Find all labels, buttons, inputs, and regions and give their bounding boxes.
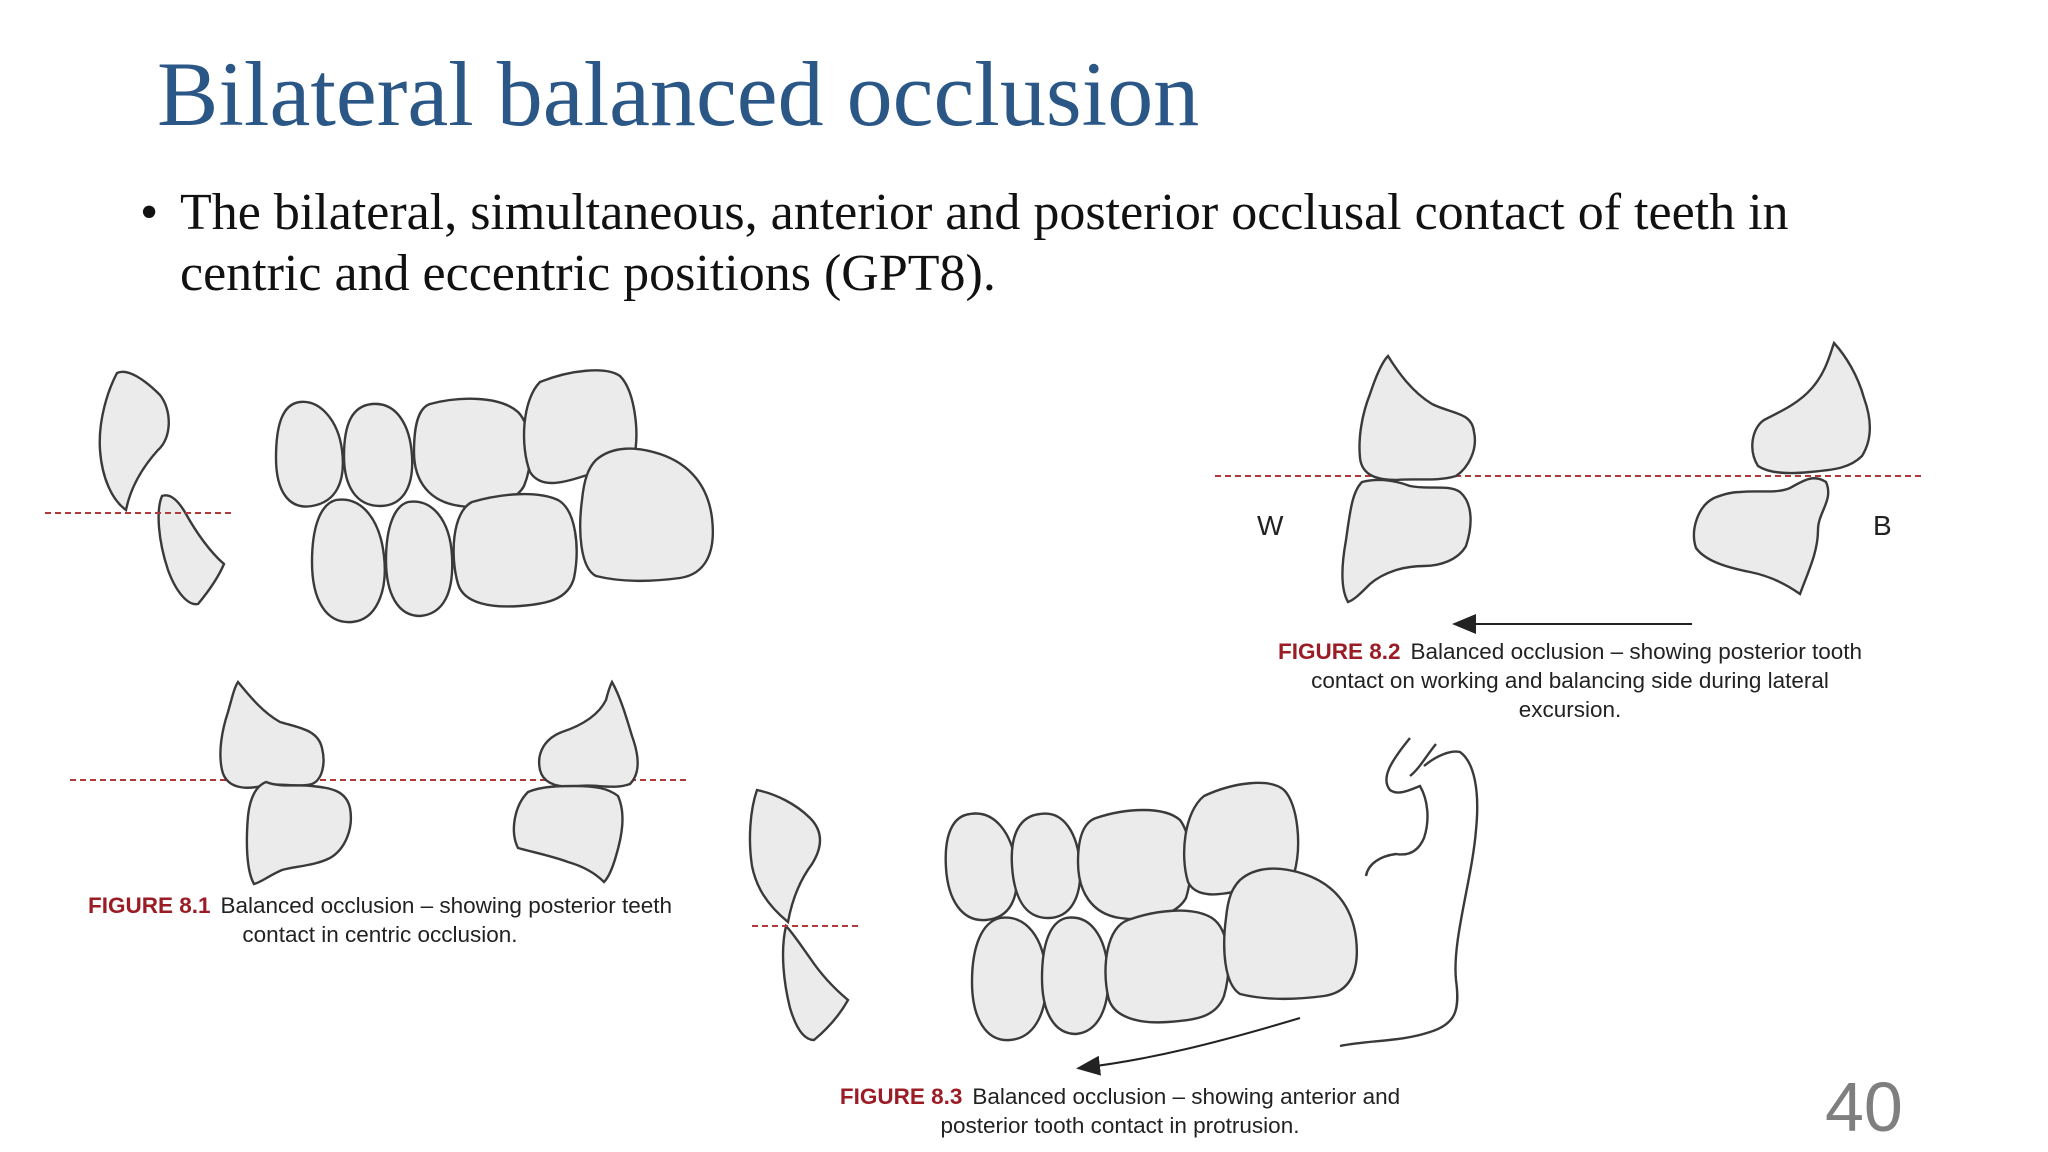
caption-text: Balanced occlusion – showing posterior t… bbox=[1410, 639, 1863, 664]
caption-line: FIGURE 8.2 Balanced occlusion – showing p… bbox=[1220, 637, 1920, 666]
balancing-upper-molar bbox=[1751, 340, 1871, 475]
lower-tooth bbox=[1040, 916, 1110, 1036]
face-profile bbox=[1364, 737, 1429, 877]
bullet-text: The bilateral, simultaneous, anterior an… bbox=[180, 184, 1789, 302]
balancing-side-label: B bbox=[1873, 510, 1892, 541]
lower-molar-right bbox=[512, 784, 624, 884]
face-profile bbox=[1409, 743, 1437, 777]
upper-molar-left bbox=[219, 679, 325, 789]
upper-tooth bbox=[1076, 808, 1192, 921]
caption-line: posterior tooth contact in protrusion. bbox=[940, 1113, 1300, 1138]
figure-8-2-caption: FIGURE 8.2 Balanced occlusion – showing p… bbox=[1220, 637, 1920, 724]
working-lower-molar bbox=[1341, 478, 1472, 604]
figure-label: FIGURE 8.2 bbox=[1277, 639, 1401, 664]
caption-line: FIGURE 8.3 Balanced occlusion – showing a… bbox=[790, 1082, 1450, 1111]
lower-tooth bbox=[452, 492, 578, 608]
figure-8-1-caption: FIGURE 8.1 Balanced occlusion – showing p… bbox=[60, 891, 700, 949]
upper-incisor-profile bbox=[748, 788, 822, 925]
lower-tooth bbox=[384, 500, 454, 618]
upper-tooth bbox=[1010, 812, 1082, 920]
upper-tooth bbox=[274, 400, 345, 508]
working-upper-molar bbox=[1358, 354, 1477, 482]
lower-incisor-profile bbox=[157, 494, 226, 606]
caption-text: Balanced occlusion – showing posterior t… bbox=[220, 893, 673, 918]
upper-tooth bbox=[944, 812, 1019, 922]
figure-8-3-diagram bbox=[748, 737, 1479, 1076]
lower-molar-left bbox=[245, 780, 353, 886]
upper-molar-right bbox=[537, 679, 639, 788]
working-side-label: W bbox=[1257, 510, 1284, 541]
lower-tooth bbox=[1104, 909, 1230, 1024]
slide-number: 40 bbox=[1825, 1068, 1903, 1146]
upper-tooth bbox=[412, 397, 532, 509]
face-profile bbox=[1339, 750, 1479, 1048]
upper-incisor-profile bbox=[98, 370, 170, 513]
figure-8-3-caption: FIGURE 8.3 Balanced occlusion – showing a… bbox=[790, 1082, 1450, 1140]
figure-8-1-diagram bbox=[45, 369, 714, 886]
figure-8-2-diagram: W B bbox=[1215, 340, 1925, 634]
slide-title: Bilateral balanced occlusion bbox=[157, 43, 1200, 145]
figure-label: FIGURE 8.3 bbox=[839, 1084, 963, 1109]
caption-text: Balanced occlusion – showing anterior an… bbox=[972, 1084, 1401, 1109]
figure-label: FIGURE 8.1 bbox=[87, 893, 211, 918]
movement-arrow bbox=[1076, 1017, 1301, 1076]
balancing-lower-molar bbox=[1692, 477, 1830, 596]
caption-line: contact on working and balancing side du… bbox=[1311, 668, 1829, 693]
lower-tooth bbox=[1223, 867, 1358, 1000]
lower-incisor-profile bbox=[781, 923, 850, 1042]
lower-tooth bbox=[310, 498, 386, 624]
upper-tooth bbox=[342, 402, 414, 508]
caption-line: FIGURE 8.1 Balanced occlusion – showing p… bbox=[60, 891, 700, 920]
lower-tooth bbox=[579, 447, 714, 582]
lower-tooth bbox=[970, 916, 1048, 1042]
bullet-marker: • bbox=[140, 184, 159, 241]
caption-line: contact in centric occlusion. bbox=[242, 922, 518, 947]
caption-line: excursion. bbox=[1518, 697, 1622, 722]
